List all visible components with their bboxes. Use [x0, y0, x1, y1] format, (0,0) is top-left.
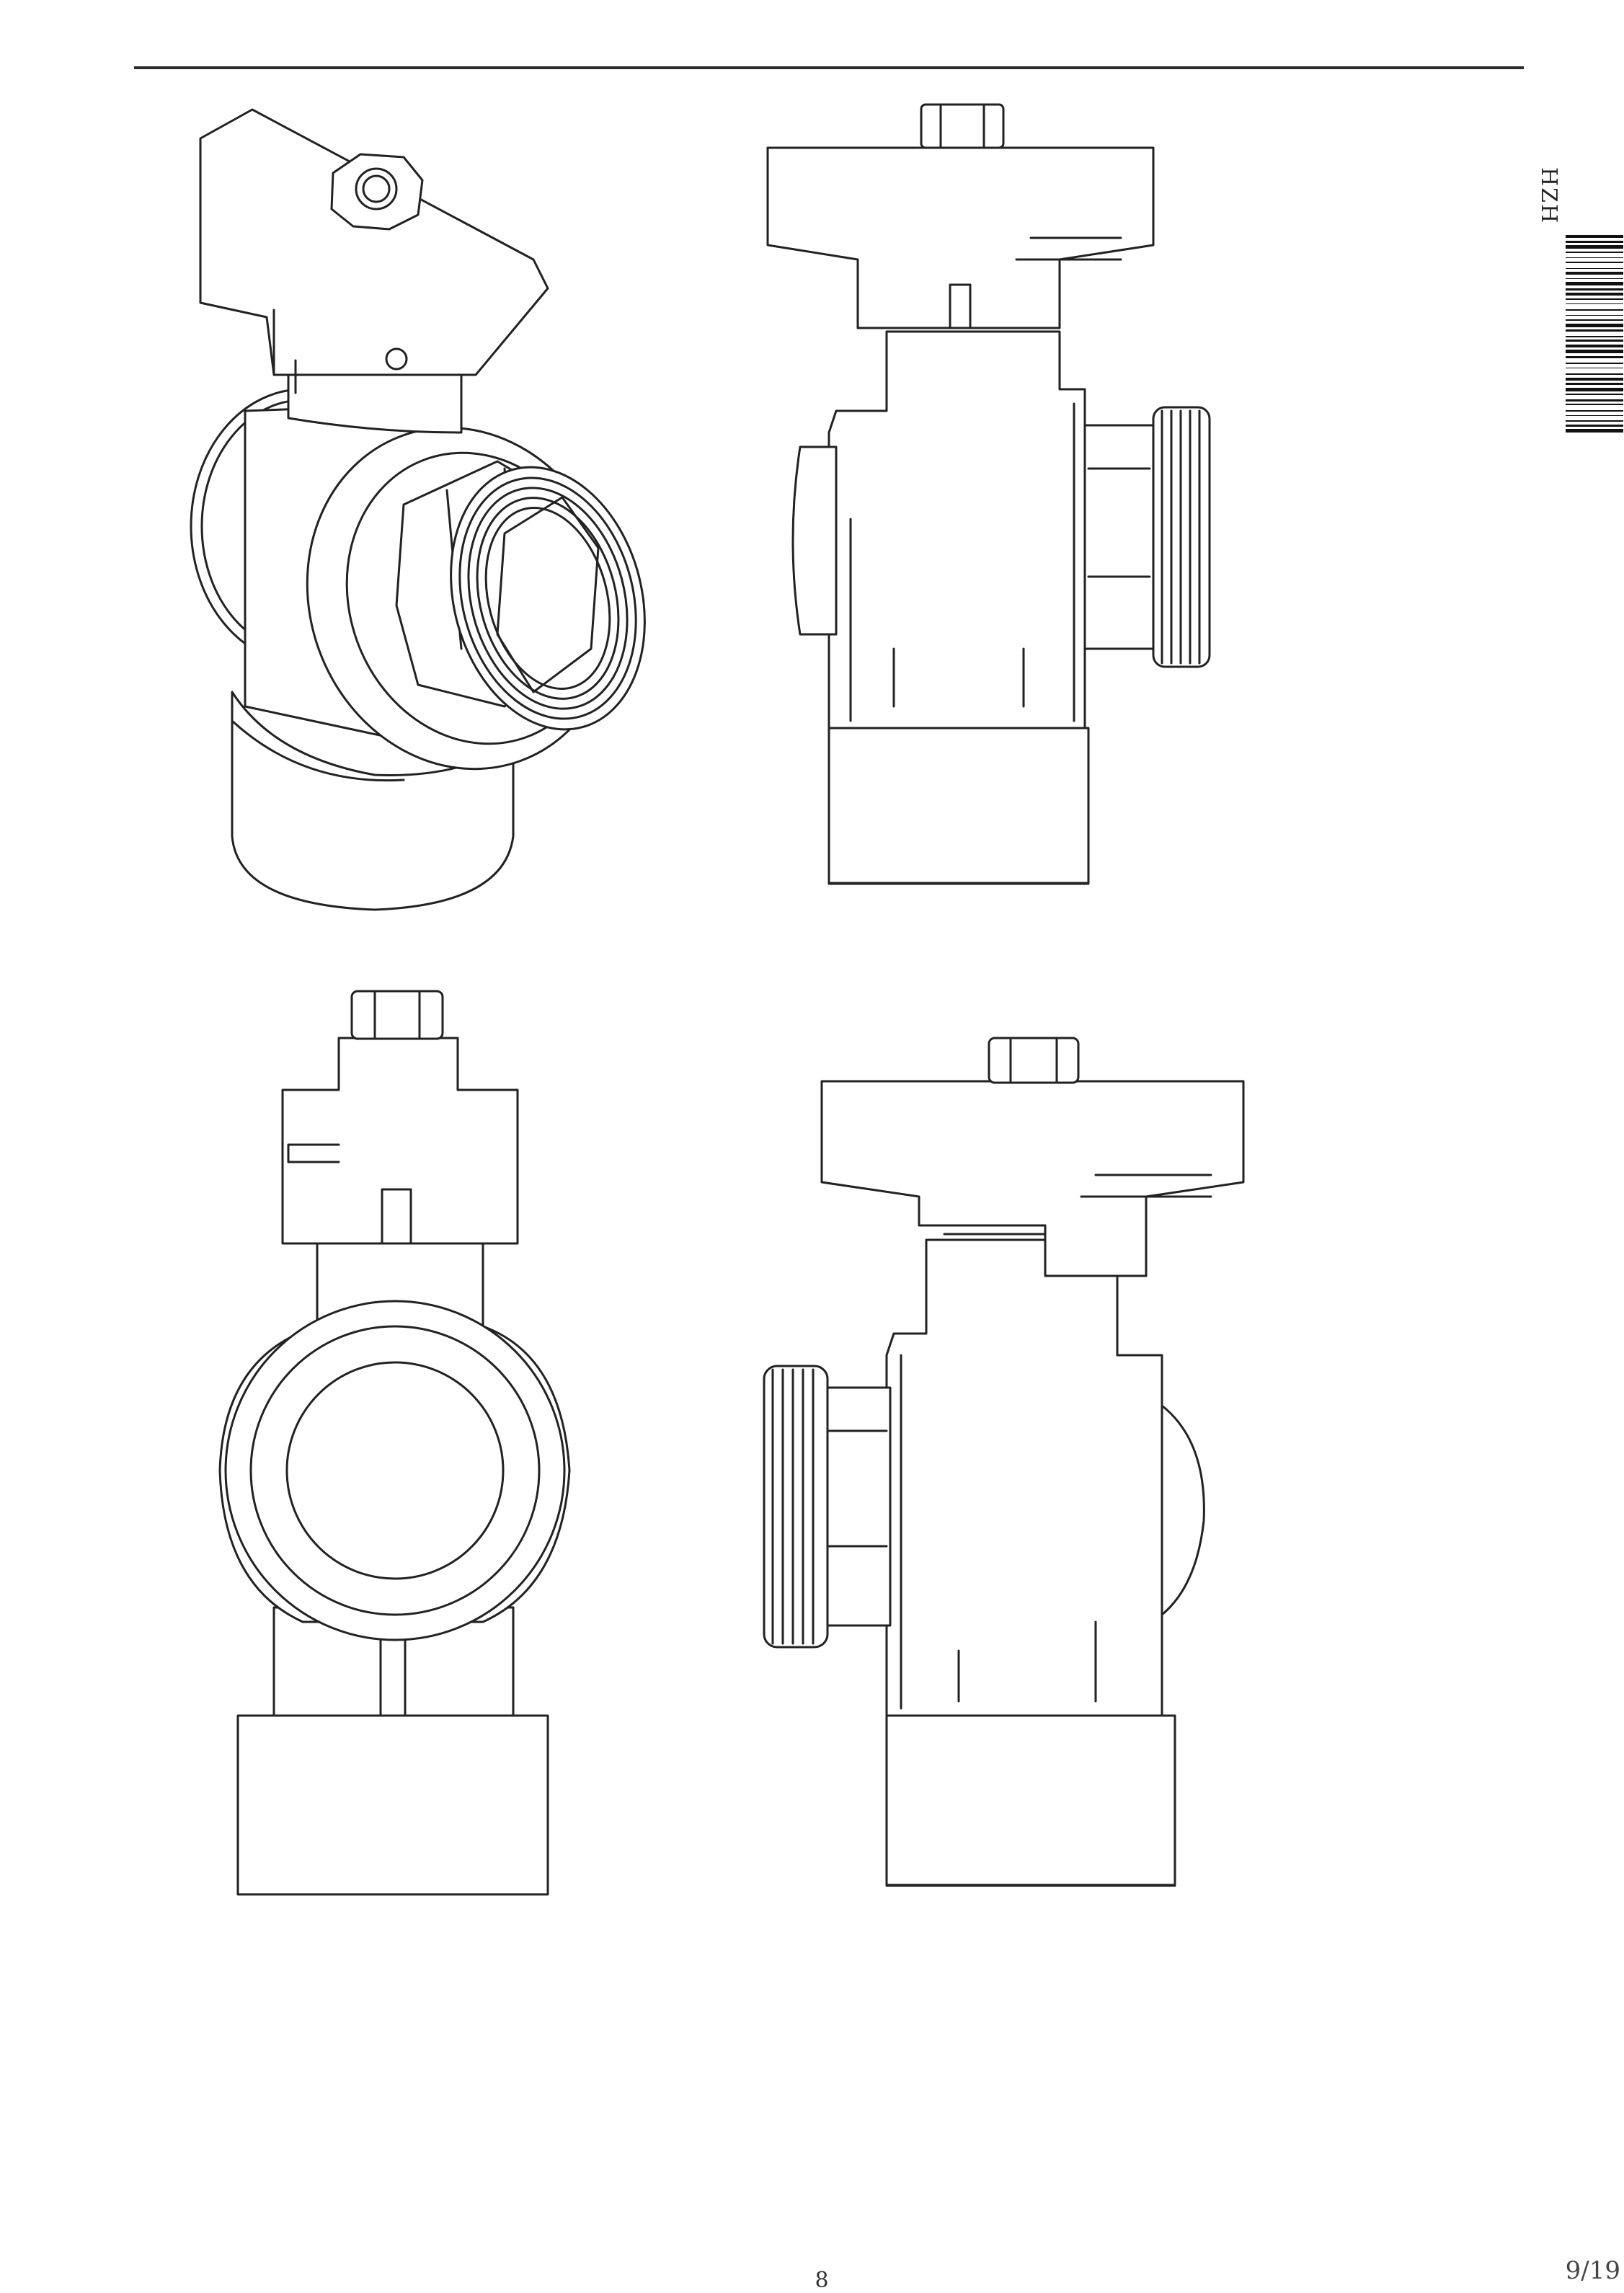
valve-side-view-right — [766, 103, 1211, 885]
page-count: 9/19 — [1565, 2256, 1620, 2285]
header-rule — [134, 66, 1524, 69]
barcode-icon — [1566, 235, 1623, 434]
page-number: 8 — [815, 2268, 829, 2293]
valve-isometric-view — [190, 108, 646, 911]
valve-front-view — [218, 990, 571, 1896]
valve-side-view-left — [763, 1037, 1245, 1887]
